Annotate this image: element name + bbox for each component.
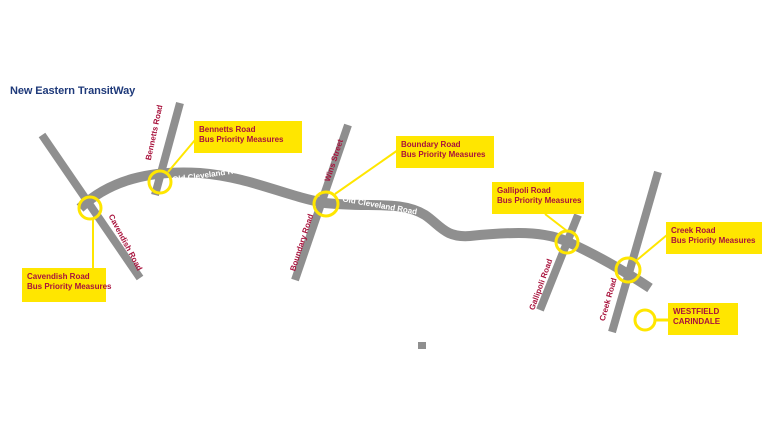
- callout-title: Gallipoli Road: [497, 186, 551, 195]
- callout-subtitle: CARINDALE: [673, 317, 721, 326]
- map-title: New Eastern TransitWay: [10, 85, 136, 97]
- creek-road-callout: Creek Road Bus Priority Measures: [666, 222, 762, 254]
- creek-road-line: [608, 170, 662, 334]
- gallipoli-road-callout: Gallipoli Road Bus Priority Measures: [492, 182, 584, 214]
- callout-subtitle: Bus Priority Measures: [401, 150, 486, 159]
- cavendish-road-line: [38, 132, 144, 281]
- boundary-intersection-marker: [312, 190, 340, 218]
- westfield-carindale-callout: WESTFIELD CARINDALE: [668, 303, 738, 335]
- callout-title: Creek Road: [671, 226, 716, 235]
- old-cleveland-road-line: [76, 167, 653, 293]
- cavendish-intersection-marker: [77, 195, 103, 221]
- bennetts-road-line: [151, 101, 184, 197]
- callout-title: Cavendish Road: [27, 272, 90, 281]
- callout-subtitle: Bus Priority Measures: [671, 236, 756, 245]
- callout-title: Bennetts Road: [199, 125, 256, 134]
- scale-mark: [418, 342, 426, 349]
- cavendish-road-callout: Cavendish Road Bus Priority Measures: [22, 268, 112, 302]
- bennetts-road-callout: Bennetts Road Bus Priority Measures: [194, 121, 302, 153]
- callout-subtitle: Bus Priority Measures: [199, 135, 284, 144]
- bennetts-intersection-marker: [147, 169, 173, 195]
- boundary-road-callout: Boundary Road Bus Priority Measures: [396, 136, 494, 168]
- callout-title: WESTFIELD: [673, 307, 720, 316]
- callout-title: Boundary Road: [401, 140, 461, 149]
- westfield-carindale-marker: [633, 308, 657, 332]
- callout-subtitle: Bus Priority Measures: [497, 196, 582, 205]
- creek-intersection-marker: [614, 256, 642, 284]
- callout-subtitle: Bus Priority Measures: [27, 282, 112, 291]
